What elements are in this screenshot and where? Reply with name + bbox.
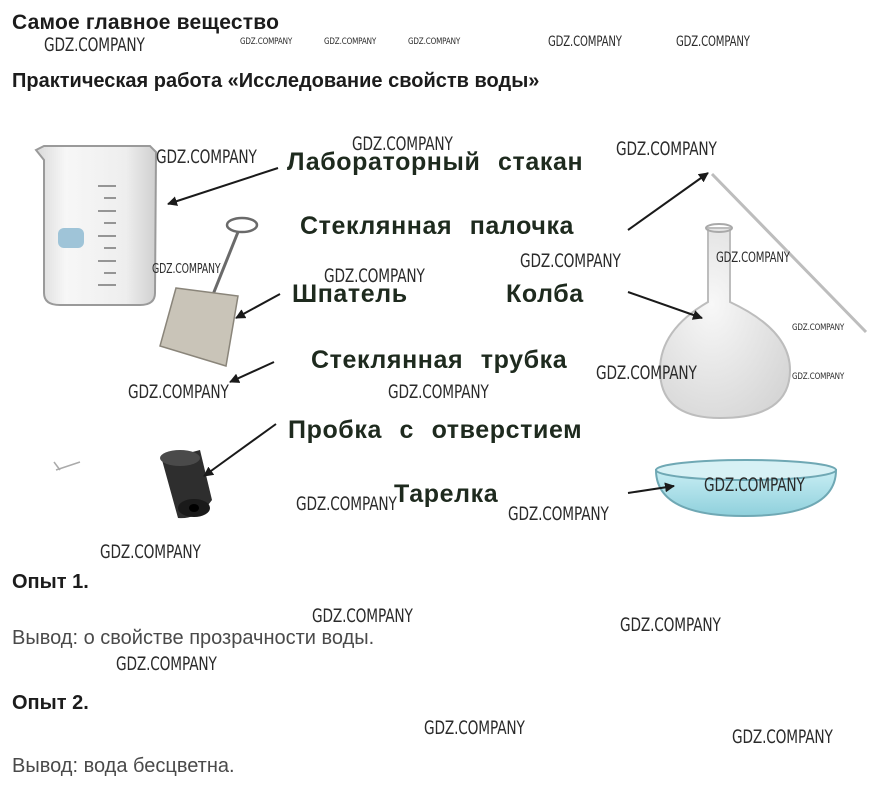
label-flask: Колба xyxy=(506,280,584,308)
spatula-image xyxy=(159,216,259,367)
stopper-image xyxy=(160,450,212,519)
label-spatula: Шпатель xyxy=(292,280,408,308)
watermark: GDZ.COMPANY xyxy=(508,503,609,525)
watermark: GDZ.COMPANY xyxy=(732,726,833,748)
watermark: GDZ.COMPANY xyxy=(324,265,425,287)
experiment-2-title: Опыт 2. xyxy=(12,692,89,714)
label-glass-tube: Стеклянная трубка xyxy=(311,346,568,374)
watermark: GDZ.COMPANY xyxy=(44,34,145,56)
label-stopper: Пробка с отверстием xyxy=(288,416,583,444)
watermark: GDZ.COMPANY xyxy=(152,262,221,277)
watermark: GDZ.COMPANY xyxy=(116,653,217,675)
watermark: GDZ.COMPANY xyxy=(352,133,453,155)
label-beaker: Лабораторный стакан xyxy=(287,148,584,176)
watermark: GDZ.COMPANY xyxy=(792,372,845,382)
pointer-arrows xyxy=(167,167,709,494)
watermark: GDZ.COMPANY xyxy=(408,37,461,47)
watermark: GDZ.COMPANY xyxy=(324,37,377,47)
label-glass-rod: Стеклянная палочка xyxy=(300,212,575,240)
flask-image xyxy=(658,223,792,420)
page-title: Самое главное вещество xyxy=(12,11,280,34)
watermark: GDZ.COMPANY xyxy=(620,614,721,636)
beaker-image xyxy=(34,145,158,306)
watermark: GDZ.COMPANY xyxy=(312,605,413,627)
experiment-2-conclusion: Вывод: вода бесцветна. xyxy=(12,755,235,777)
plate-image xyxy=(654,459,838,518)
label-plate: Тарелка xyxy=(394,480,499,508)
experiment-1-conclusion: Вывод: о свойстве прозрачности воды. xyxy=(12,627,375,649)
watermark: GDZ.COMPANY xyxy=(388,381,489,403)
watermark: GDZ.COMPANY xyxy=(548,34,622,50)
watermark: GDZ.COMPANY xyxy=(240,37,293,47)
practical-work-title: Практическая работа «Исследование свойст… xyxy=(12,70,540,92)
watermark: GDZ.COMPANY xyxy=(520,250,621,272)
watermark: GDZ.COMPANY xyxy=(128,381,229,403)
watermark: GDZ.COMPANY xyxy=(616,138,717,160)
experiment-1-title: Опыт 1. xyxy=(12,571,89,593)
watermark: GDZ.COMPANY xyxy=(716,250,790,266)
watermark: GDZ.COMPANY xyxy=(596,362,697,384)
watermark: GDZ.COMPANY xyxy=(424,717,525,739)
watermark: GDZ.COMPANY xyxy=(792,323,845,333)
glass-rod-image xyxy=(710,172,868,334)
watermark: GDZ.COMPANY xyxy=(296,493,397,515)
watermark: GDZ.COMPANY xyxy=(704,474,805,496)
watermark: GDZ.COMPANY xyxy=(676,34,750,50)
watermark: GDZ.COMPANY xyxy=(156,146,257,168)
watermark: GDZ.COMPANY xyxy=(100,541,201,563)
